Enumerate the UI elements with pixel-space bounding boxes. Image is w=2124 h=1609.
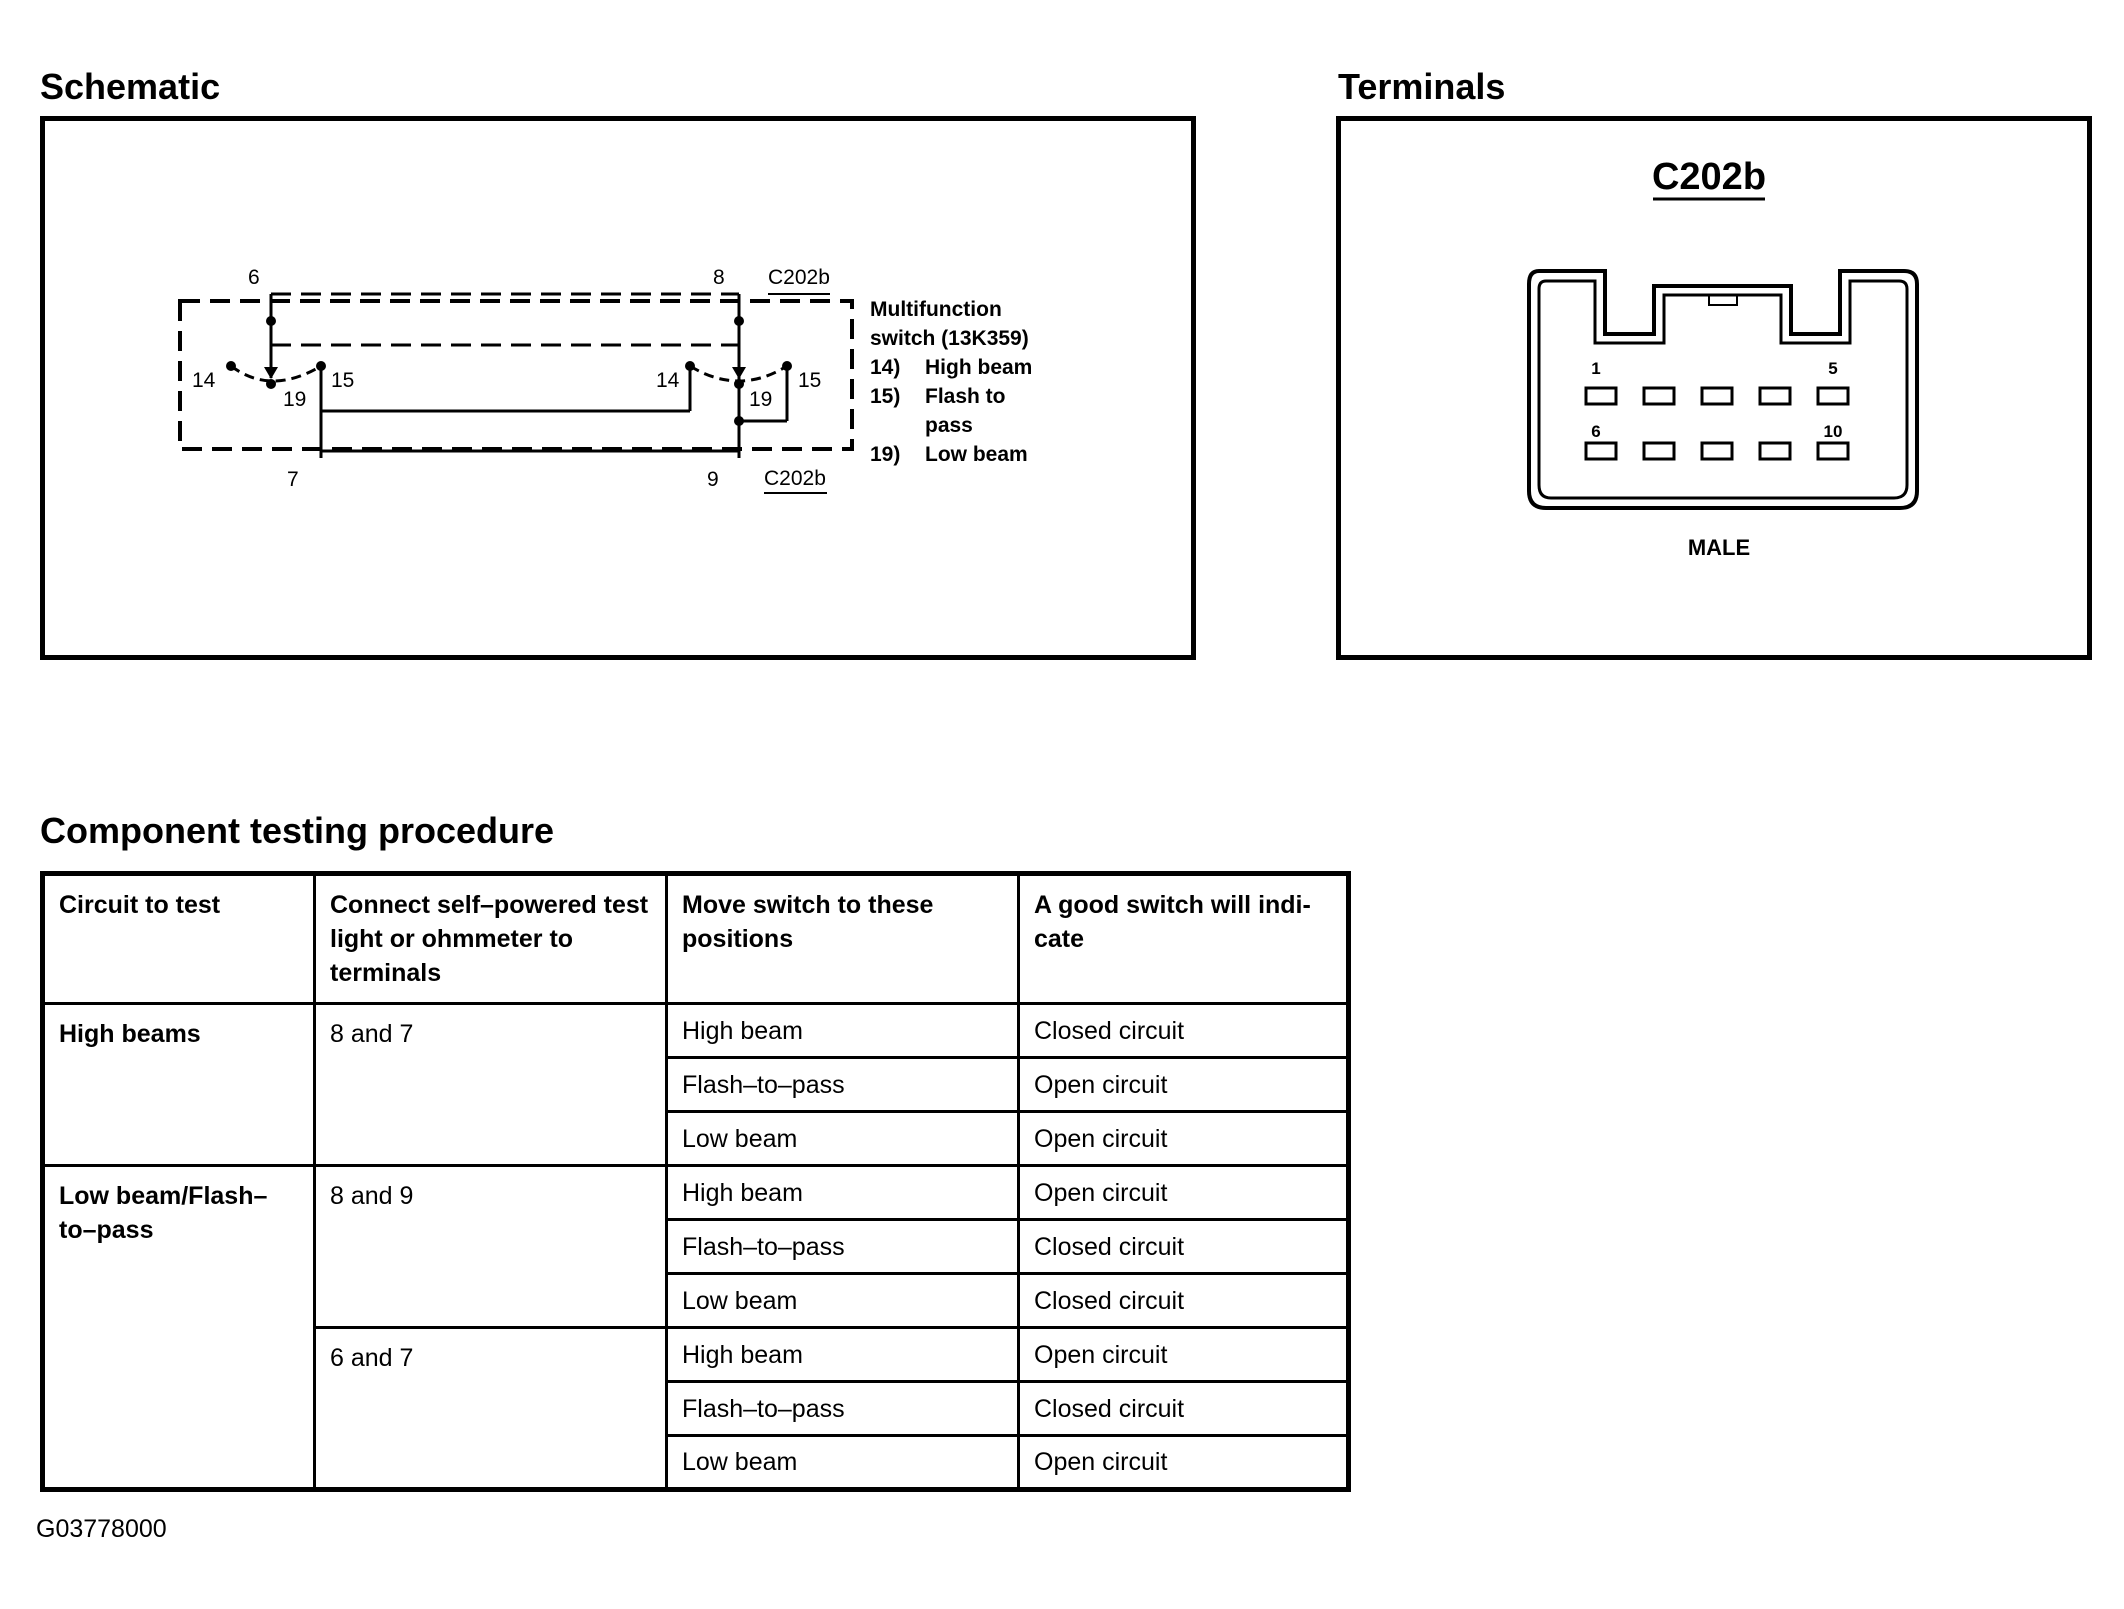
- pin-number-10: 10: [1824, 422, 1843, 441]
- result-cell: Open circuit: [1017, 1110, 1350, 1167]
- legend-line-1: Multifunction: [870, 298, 1002, 321]
- terminal-pin-4: [1758, 386, 1792, 406]
- contact-label-right-14: 14: [656, 369, 680, 392]
- terminal-pin-2: [1642, 386, 1676, 406]
- connector-face-diagram: C202b 1 5 6 10 MALE: [1527, 156, 1919, 560]
- pin-number-6: 6: [1591, 422, 1600, 441]
- pin-label-9: 9: [707, 468, 719, 491]
- terminals-title: Terminals: [1338, 66, 1506, 107]
- terminal-pin-9: [1758, 441, 1792, 461]
- position-cell: Flash–to–pass: [665, 1218, 1020, 1275]
- terminals-cell: 8 and 9: [313, 1164, 668, 1329]
- table-row: Low beam Open circuit: [43, 1110, 1350, 1167]
- result-cell: Closed circuit: [1017, 1002, 1350, 1059]
- position-cell: Flash–to–pass: [665, 1380, 1020, 1437]
- contact-dot-right-14: [685, 361, 695, 371]
- contact-dot-left-19: [266, 379, 276, 389]
- result-cell: Open circuit: [1017, 1164, 1350, 1221]
- left-switch-arc: [230, 364, 322, 383]
- contact-label-left-15: 15: [331, 369, 354, 392]
- result-cell: Open circuit: [1017, 1434, 1350, 1491]
- header-terminals: Connect self–powered test light or ohmme…: [313, 872, 668, 1005]
- junction-dot: [734, 316, 744, 326]
- connector-latch: [1708, 294, 1738, 306]
- connector-body-outer: [1527, 269, 1919, 510]
- contact-dot-right-15: [782, 361, 792, 371]
- legend-item-1-label: High beam: [925, 356, 1032, 379]
- header-result: A good switch will indi- cate: [1017, 872, 1350, 1005]
- header-circuit: Circuit to test: [41, 872, 316, 1005]
- connector-body-inner: [1537, 279, 1909, 500]
- table-row: Flash–to–pass Closed circuit: [43, 1380, 1350, 1437]
- table-row: High beams 8 and 7 High beam Closed circ…: [41, 1002, 1350, 1167]
- switch-boundary: [178, 299, 854, 451]
- position-cell: Flash–to–pass: [665, 1056, 1020, 1113]
- legend-item-3-label: Low beam: [925, 443, 1028, 466]
- connector-label-bottom: C202b: [764, 467, 826, 490]
- legend-item-2-label-cont: pass: [925, 414, 973, 437]
- result-cell: Open circuit: [1017, 1056, 1350, 1113]
- junction-dot: [266, 316, 276, 326]
- contact-dot-right-19: [734, 379, 744, 389]
- procedure-title: Component testing procedure: [40, 810, 555, 851]
- pin-label-7: 7: [287, 468, 299, 491]
- connector-gender-label: MALE: [1688, 535, 1750, 560]
- position-cell: High beam: [665, 1164, 1020, 1221]
- table-header-row: Circuit to test Connect self–powered tes…: [41, 872, 1350, 1005]
- contact-label-left-14: 14: [192, 369, 216, 392]
- table-row: Low beam Closed circuit: [43, 1272, 1350, 1329]
- contact-label-right-19: 19: [749, 388, 772, 411]
- result-cell: Closed circuit: [1017, 1380, 1350, 1437]
- legend-item-2-label: Flash to: [925, 385, 1006, 408]
- contact-dot-left-14: [226, 361, 236, 371]
- schematic-title: Schematic: [40, 66, 221, 107]
- terminal-pin-10: [1816, 441, 1850, 461]
- terminal-pin-3: [1700, 386, 1734, 406]
- table-row: 6 and 7 High beam Open circuit: [43, 1326, 1350, 1491]
- position-cell: Low beam: [665, 1272, 1020, 1329]
- pin-number-1: 1: [1591, 359, 1600, 378]
- right-switch-arrowhead: [732, 367, 746, 379]
- connector-label-top: C202b: [768, 266, 830, 289]
- figure-id: G03778000: [36, 1515, 167, 1543]
- terminals-cell: 6 and 7: [313, 1326, 668, 1491]
- terminal-pin-5: [1816, 386, 1850, 406]
- terminals-cell: 8 and 7: [313, 1002, 668, 1167]
- header-positions: Move switch to these positions: [665, 872, 1020, 1005]
- pin-label-6: 6: [248, 266, 260, 289]
- position-cell: High beam: [665, 1326, 1020, 1383]
- pin-label-8: 8: [713, 266, 725, 289]
- terminals-panel: C202b 1 5 6 10 MALE: [1336, 116, 2092, 660]
- contact-dot-left-15: [316, 361, 326, 371]
- junction-dot: [734, 416, 744, 426]
- schematic-diagram: 6 8 7 9 14 19 15 14 19 15 C202b C202b Mu…: [178, 266, 1032, 494]
- table-row: Low beam/Flash– to–pass 8 and 9 High bea…: [41, 1164, 1350, 1491]
- result-cell: Open circuit: [1017, 1326, 1350, 1383]
- result-cell: Closed circuit: [1017, 1272, 1350, 1329]
- circuit-cell: Low beam/Flash– to–pass: [41, 1164, 316, 1491]
- legend-item-2-num: 15): [870, 385, 900, 408]
- left-switch-arrowhead: [264, 367, 278, 379]
- position-cell: High beam: [665, 1002, 1020, 1059]
- terminal-pin-6: [1584, 441, 1618, 461]
- pin-number-5: 5: [1828, 359, 1837, 378]
- terminal-pin-1: [1584, 386, 1618, 406]
- result-cell: Closed circuit: [1017, 1218, 1350, 1275]
- circuit-cell: High beams: [41, 1002, 316, 1167]
- table-row: Flash–to–pass Closed circuit: [43, 1218, 1350, 1275]
- terminal-pin-7: [1642, 441, 1676, 461]
- table-row: Low beam Open circuit: [43, 1434, 1350, 1491]
- position-cell: Low beam: [665, 1110, 1020, 1167]
- position-cell: Low beam: [665, 1434, 1020, 1491]
- terminal-pin-8: [1700, 441, 1734, 461]
- procedure-table: Circuit to test Connect self–powered tes…: [40, 871, 1351, 1492]
- legend-line-2: switch (13K359): [870, 327, 1029, 350]
- legend-item-3-num: 19): [870, 443, 900, 466]
- contact-label-right-15: 15: [798, 369, 821, 392]
- connector-title: C202b: [1652, 156, 1766, 198]
- contact-label-left-19: 19: [283, 388, 306, 411]
- legend-item-1-num: 14): [870, 356, 900, 379]
- schematic-panel: 6 8 7 9 14 19 15 14 19 15 C202b C202b Mu…: [40, 116, 1196, 660]
- table-row: Flash–to–pass Open circuit: [43, 1056, 1350, 1113]
